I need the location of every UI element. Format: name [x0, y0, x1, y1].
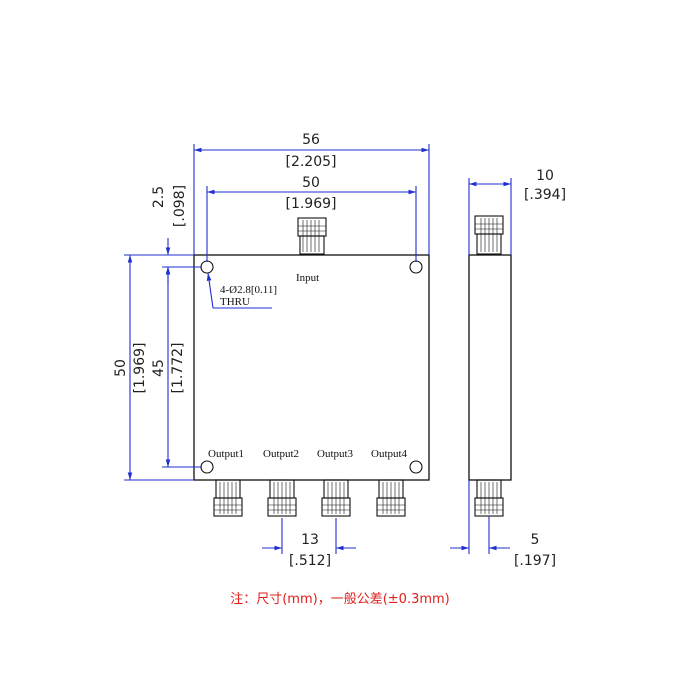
output2-label: Output2	[263, 448, 299, 460]
output4-label: Output4	[371, 448, 408, 460]
dim-height: 50	[113, 359, 129, 377]
splitter-body	[193, 254, 430, 481]
dimension-lines	[124, 144, 430, 554]
dim-hole-vertical: 45	[151, 359, 167, 377]
input-connector	[297, 217, 327, 255]
side-input-connector	[474, 215, 504, 255]
dim-thickness: 10	[536, 168, 554, 184]
dim-connector-offset: 5	[531, 532, 540, 548]
side-view	[468, 215, 512, 517]
dim-overall-width-in: [2.205]	[285, 154, 336, 170]
side-output-connector	[474, 479, 504, 517]
output1-label: Output1	[208, 448, 244, 460]
dim-edge-offset: 2.5	[151, 186, 167, 208]
dim-edge-offset-in: [.098]	[172, 185, 188, 227]
dim-overall-width: 56	[302, 132, 320, 148]
hole-callout-spec: 4-Ø2.8[0.11]	[220, 284, 277, 296]
input-label: Input	[296, 272, 319, 284]
hole-callout-thru: THRU	[220, 296, 250, 308]
output-connectors	[213, 479, 406, 517]
output3-label: Output3	[317, 448, 354, 460]
dim-thickness-in: [.394]	[524, 187, 566, 203]
side-dimension-lines	[450, 178, 512, 554]
dim-connector-offset-in: [.197]	[514, 553, 556, 569]
dim-hole-spacing: 50	[302, 175, 320, 191]
side-body	[468, 254, 512, 481]
mounting-hole	[409, 460, 423, 474]
dim-port-pitch-in: [.512]	[289, 553, 331, 569]
dim-height-in: [1.969]	[132, 342, 148, 393]
tolerance-note: 注：尺寸(mm)，一般公差(±0.3mm)	[230, 591, 450, 607]
front-view: Input Output1 Output2 Output3 Output4	[193, 217, 430, 517]
dim-port-pitch: 13	[301, 532, 319, 548]
dim-hole-vertical-in: [1.772]	[170, 342, 186, 393]
dim-hole-spacing-in: [1.969]	[285, 196, 336, 212]
